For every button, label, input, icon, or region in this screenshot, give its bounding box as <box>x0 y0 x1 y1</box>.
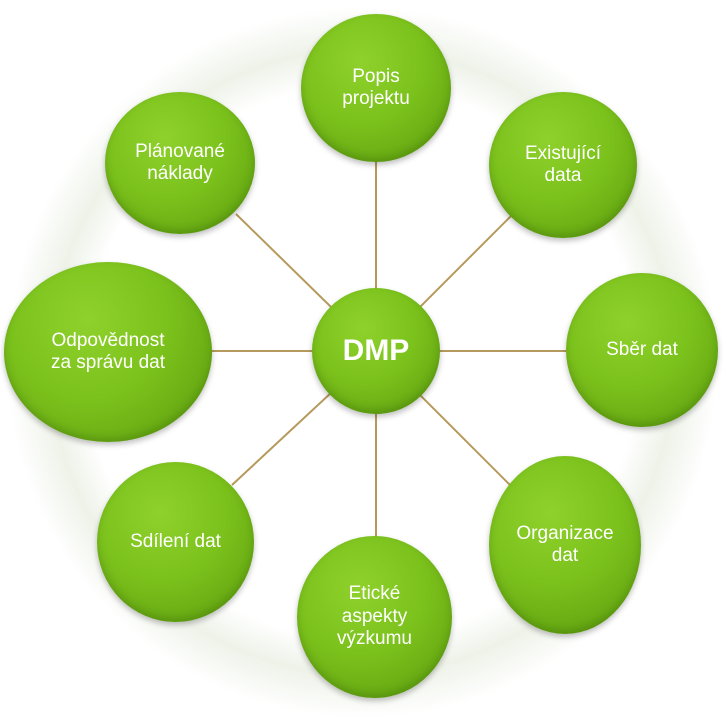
node-label: Organizace dat <box>516 522 614 566</box>
node-label: Odpovědnost za správu dat <box>50 329 166 373</box>
center-label: DMP <box>342 334 410 368</box>
node-existujici-data: Existující data <box>489 92 637 238</box>
center-node-dmp: DMP <box>312 288 440 414</box>
node-label: Sběr dat <box>606 338 678 360</box>
node-odpovednost: Odpovědnost za správu dat <box>4 262 212 442</box>
node-label: Etické aspekty výzkumu <box>337 583 412 650</box>
node-planovane-naklady: Plánované náklady <box>105 92 255 234</box>
node-eticke-aspekty: Etické aspekty výzkumu <box>297 536 452 698</box>
node-sber-dat: Sběr dat <box>566 273 718 427</box>
node-organizace-dat: Organizace dat <box>489 456 641 634</box>
node-label: Popis projektu <box>342 65 410 109</box>
node-label: Existující data <box>524 142 602 186</box>
node-label: Sdílení dat <box>130 530 221 552</box>
node-label: Plánované náklady <box>135 140 225 184</box>
node-popis-projektu: Popis projektu <box>301 14 451 162</box>
node-sdileni-dat: Sdílení dat <box>97 462 254 622</box>
